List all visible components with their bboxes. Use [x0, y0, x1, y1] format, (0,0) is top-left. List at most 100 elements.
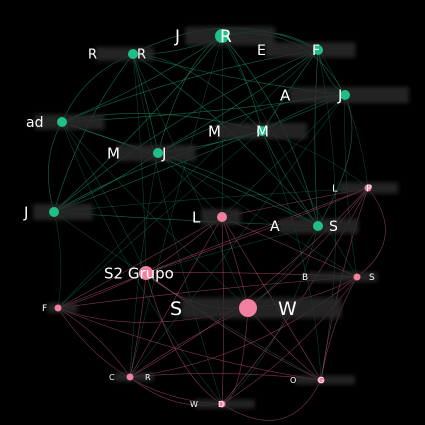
graph-node-n18[interactable]: [218, 400, 226, 408]
node-label-left: J: [174, 27, 180, 47]
graph-node-n5[interactable]: [57, 117, 67, 127]
graph-edge: [57, 216, 223, 309]
graph-edge: [221, 35, 263, 132]
graph-edge: [314, 49, 319, 227]
redacted-label-band: [113, 372, 154, 382]
graph-node-n7[interactable]: [153, 148, 163, 158]
graph-node-n4[interactable]: [340, 90, 350, 100]
graph-edge: [61, 35, 223, 123]
node-label-left: J: [23, 203, 28, 221]
node-label-right: S: [369, 273, 375, 283]
graph-edge: [53, 35, 223, 213]
node-label-left: S2 Grupo: [104, 264, 174, 282]
graph-edge: [61, 121, 147, 274]
node-label-right: P: [366, 184, 372, 195]
graph-edge: [221, 276, 358, 405]
graph-edge: [221, 35, 358, 278]
graph-edge: [157, 152, 223, 218]
graph-edge: [145, 272, 322, 381]
node-label-left: A: [280, 86, 291, 104]
graph-edge: [129, 276, 358, 378]
graph-edge: [317, 49, 369, 189]
graph-edge: [53, 94, 346, 213]
graph-node-n1[interactable]: [215, 29, 229, 43]
graph-edge: [221, 35, 223, 218]
graph-edge: [356, 187, 386, 278]
graph-node-n16[interactable]: [126, 373, 134, 381]
graph-edge: [53, 211, 62, 309]
graph-node-n15[interactable]: [239, 299, 257, 317]
graph-edge: [57, 49, 319, 309]
redacted-label-band: [265, 42, 356, 58]
graph-edge: [57, 307, 131, 378]
node-label-right: R: [220, 27, 232, 47]
node-label-left: O: [290, 376, 296, 385]
node-label-right: W: [278, 298, 297, 320]
graph-node-n6[interactable]: [257, 126, 267, 136]
graph-edge: [129, 35, 223, 378]
graph-edge: [221, 94, 346, 218]
graph-edge: [57, 187, 369, 309]
graph-node-n9[interactable]: [49, 207, 59, 217]
graph-edge: [57, 130, 263, 309]
node-label-left: M: [208, 122, 221, 140]
node-label-right: R: [145, 373, 151, 382]
graph-edge: [221, 35, 319, 227]
graph-edge: [129, 94, 346, 378]
node-label-right: M: [256, 122, 269, 140]
redacted-label-band: [33, 203, 93, 221]
redacted-label-band: [47, 303, 78, 313]
graph-edge: [61, 53, 134, 123]
graph-node-n8[interactable]: [364, 184, 372, 192]
node-label-left: F: [42, 304, 47, 314]
node-label-left: R: [88, 48, 97, 63]
graph-edge: [320, 276, 358, 381]
graph-edge: [132, 53, 147, 274]
graph-edge: [132, 53, 223, 405]
graph-edge: [132, 53, 319, 227]
graph-edge: [53, 187, 369, 213]
graph-edge: [53, 49, 319, 213]
graph-node-n11[interactable]: [313, 221, 323, 231]
graph-edge: [145, 187, 369, 274]
graph-edge: [261, 130, 322, 381]
redacted-label-band: [181, 297, 342, 319]
redacted-label-band: [294, 375, 355, 385]
graph-edge: [132, 53, 159, 154]
graph-edge: [157, 152, 358, 278]
redacted-label-band: [95, 46, 154, 62]
graph-edge: [129, 272, 147, 378]
node-label-left: A: [270, 219, 280, 235]
node-label-right: R: [137, 48, 146, 63]
node-label-left: B: [302, 273, 308, 283]
node-label-left: L: [192, 208, 201, 226]
graph-edge: [61, 121, 223, 405]
node-label-left: E: [257, 43, 266, 59]
graph-edge: [317, 94, 353, 227]
graph-edge: [157, 49, 319, 154]
graph-edge: [221, 225, 319, 405]
graph-edge: [221, 216, 224, 405]
graph-edge: [61, 121, 249, 309]
node-label-left: C: [109, 373, 115, 382]
graph-edge: [221, 379, 322, 421]
graph-node-n10[interactable]: [217, 212, 227, 222]
graph-edge: [145, 272, 223, 405]
graph-node-n14[interactable]: [54, 304, 62, 312]
graph-edge: [132, 53, 249, 309]
graph-edge: [48, 121, 63, 213]
graph-node-n2[interactable]: [128, 49, 138, 59]
node-label-right: F: [312, 43, 320, 59]
graph-node-n3[interactable]: [313, 45, 323, 55]
redacted-label-band: [34, 114, 105, 130]
graph-node-n13[interactable]: [353, 273, 361, 281]
node-label-right: S: [329, 219, 338, 235]
node-label-left: L: [332, 184, 338, 195]
graph-edge: [129, 187, 369, 378]
node-label-left: ad: [26, 115, 43, 131]
graph-node-n12[interactable]: [139, 266, 153, 280]
graph-edge: [61, 121, 319, 227]
graph-node-n17[interactable]: [317, 376, 325, 384]
